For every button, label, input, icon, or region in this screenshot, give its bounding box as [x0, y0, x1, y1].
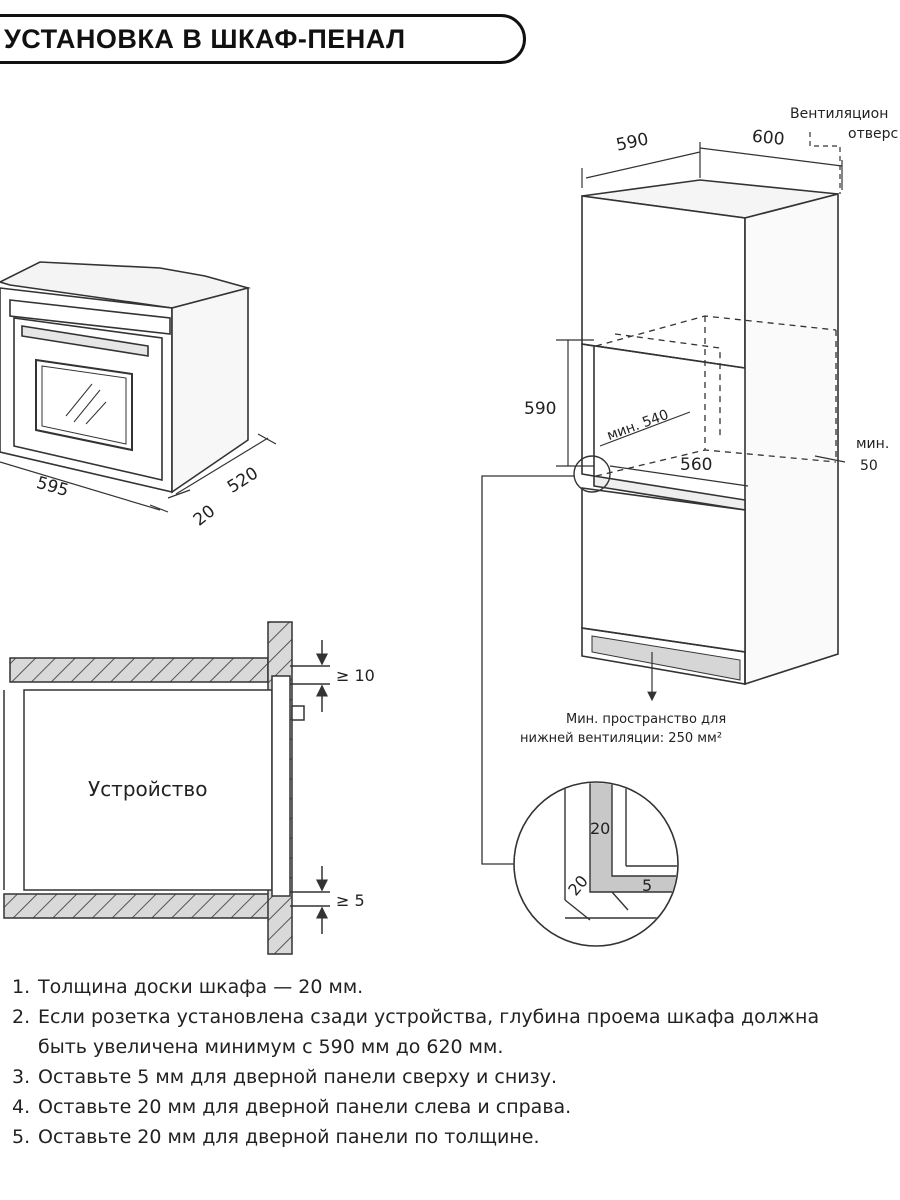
device-label: Устройство: [88, 777, 207, 801]
note-3: 3.Оставьте 5 мм для дверной панели сверх…: [12, 1066, 558, 1088]
notes-list: 1.Толщина доски шкафа — 20 мм. 2.Если ро…: [12, 972, 819, 1152]
niche-height-label: 590: [524, 399, 556, 419]
bottom-vent-line1: Мин. пространство для: [566, 712, 726, 727]
note-1: 1.Толщина доски шкафа — 20 мм.: [12, 976, 364, 998]
detail-circle: [513, 781, 679, 947]
detail-vertical-label: 20: [590, 819, 610, 838]
gap-label-line2: 50: [860, 458, 878, 474]
oven-illustration: [0, 261, 277, 513]
detail-horizontal-label: 5: [642, 876, 652, 895]
cabinet-depth-label: 600: [751, 127, 785, 150]
vent-label-line1: Вентиляцион: [790, 106, 888, 122]
oven-width-label: 595: [34, 473, 71, 501]
bottom-vent-line2: нижней вентиляции: 250 мм²: [520, 731, 722, 746]
cabinet-width-label: 590: [614, 129, 650, 155]
installation-diagram: 595 520 20: [0, 106, 898, 955]
oven-depth-label: 520: [224, 463, 262, 497]
niche-depth-label: мин. 540: [605, 407, 671, 444]
vent-label-line2: отверс: [848, 126, 898, 142]
title-banner: [0, 14, 526, 64]
page-title: УСТАНОВКА В ШКАФ-ПЕНАЛ: [4, 24, 406, 54]
note-5: 5.Оставьте 20 мм для дверной панели по т…: [12, 1126, 540, 1148]
bottom-gap-label: ≥ 5: [336, 891, 365, 910]
cabinet-illustration: [481, 132, 846, 865]
note-2: 2.Если розетка установлена сзади устройс…: [12, 1006, 820, 1058]
niche-width-label: 560: [680, 455, 712, 475]
note-4: 4.Оставьте 20 мм для дверной панели слев…: [12, 1096, 572, 1118]
oven-door-label: 20: [190, 501, 219, 530]
side-section: [3, 621, 330, 955]
gap-label-line1: мин.: [856, 436, 889, 452]
top-gap-label: ≥ 10: [336, 666, 375, 685]
